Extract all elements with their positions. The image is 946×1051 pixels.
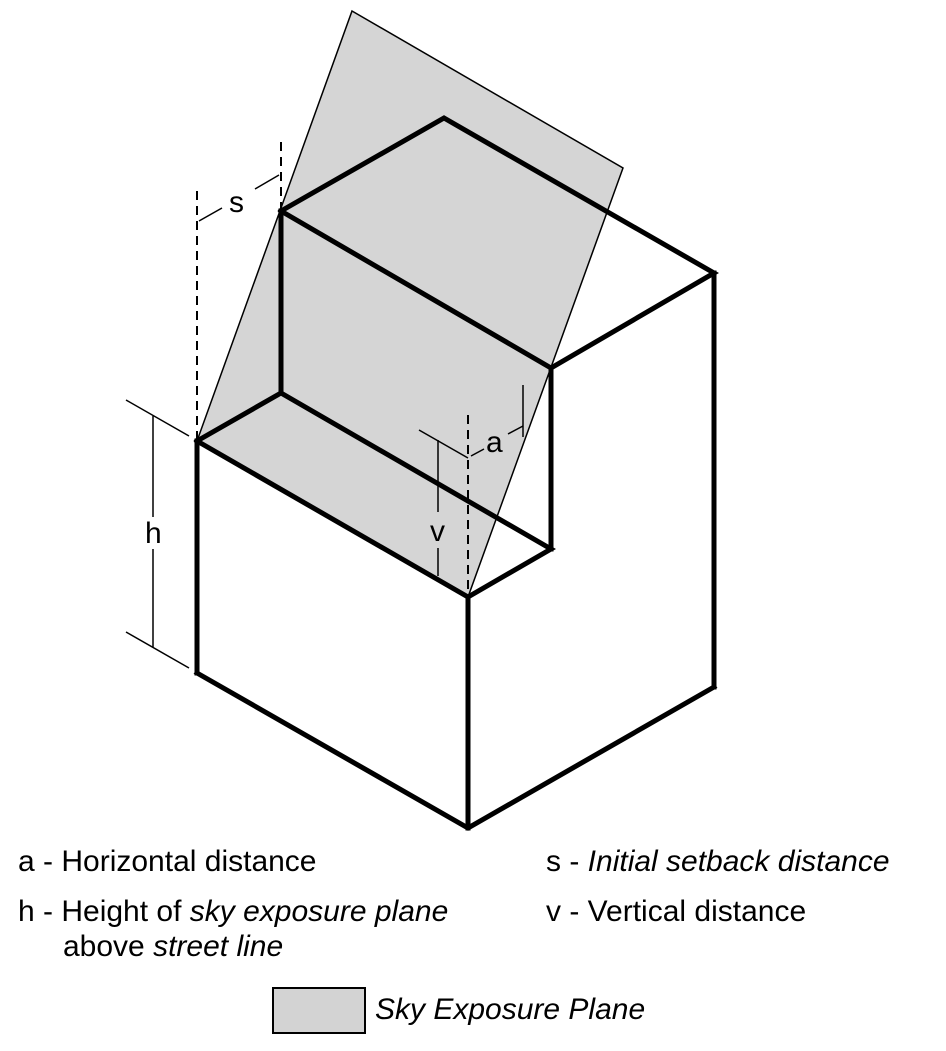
street-wall-top-edge <box>193 437 472 601</box>
sky-exposure-plane-legend-label: Sky Exposure Plane <box>375 993 646 1026</box>
label-v: v <box>430 515 445 548</box>
legend-s-key: s <box>546 845 561 878</box>
label-h: h <box>145 517 162 550</box>
legend-h-key: h <box>18 895 35 928</box>
legend-h-italic1: sky exposure plane <box>189 895 449 928</box>
legend-h-continuation: above street line <box>63 930 283 964</box>
dimension-a <box>470 385 524 457</box>
legend-a-sep: - <box>34 845 62 878</box>
legend-v: v - Vertical distance <box>546 895 806 929</box>
legend-h: h - Height of sky exposure plane <box>18 895 448 929</box>
lower-block-base-outline <box>193 669 718 831</box>
reference-lines <box>196 142 469 597</box>
dimension-h <box>125 399 190 669</box>
legend-h-text2: above <box>63 930 154 963</box>
legend-v-sep: - <box>561 895 588 928</box>
label-a: a <box>486 426 503 459</box>
legend-h-sep: - <box>34 895 62 928</box>
legend-a-text: Horizontal distance <box>61 845 317 878</box>
building-outline <box>193 115 719 831</box>
legend-a-key: a <box>18 845 35 878</box>
sky-exposure-plane-swatch <box>272 987 366 1034</box>
legend-s-sep: - <box>561 845 588 878</box>
lower-block-right-face <box>468 455 714 828</box>
legend-h-text1: Height of <box>61 895 190 928</box>
legend-s-text: Initial setback distance <box>587 845 890 878</box>
setback-ledge-outline <box>193 390 556 601</box>
label-s: s <box>229 186 244 219</box>
legend-v-key: v <box>546 895 561 928</box>
legend-v-text: Vertical distance <box>587 895 807 928</box>
dimension-s <box>198 174 280 222</box>
lower-block-front-face <box>197 441 468 828</box>
legend-h-italic2: street line <box>153 930 284 963</box>
legend-s: s - Initial setback distance <box>546 845 890 879</box>
dimension-v <box>418 429 469 576</box>
legend-a: a - Horizontal distance <box>18 845 317 879</box>
